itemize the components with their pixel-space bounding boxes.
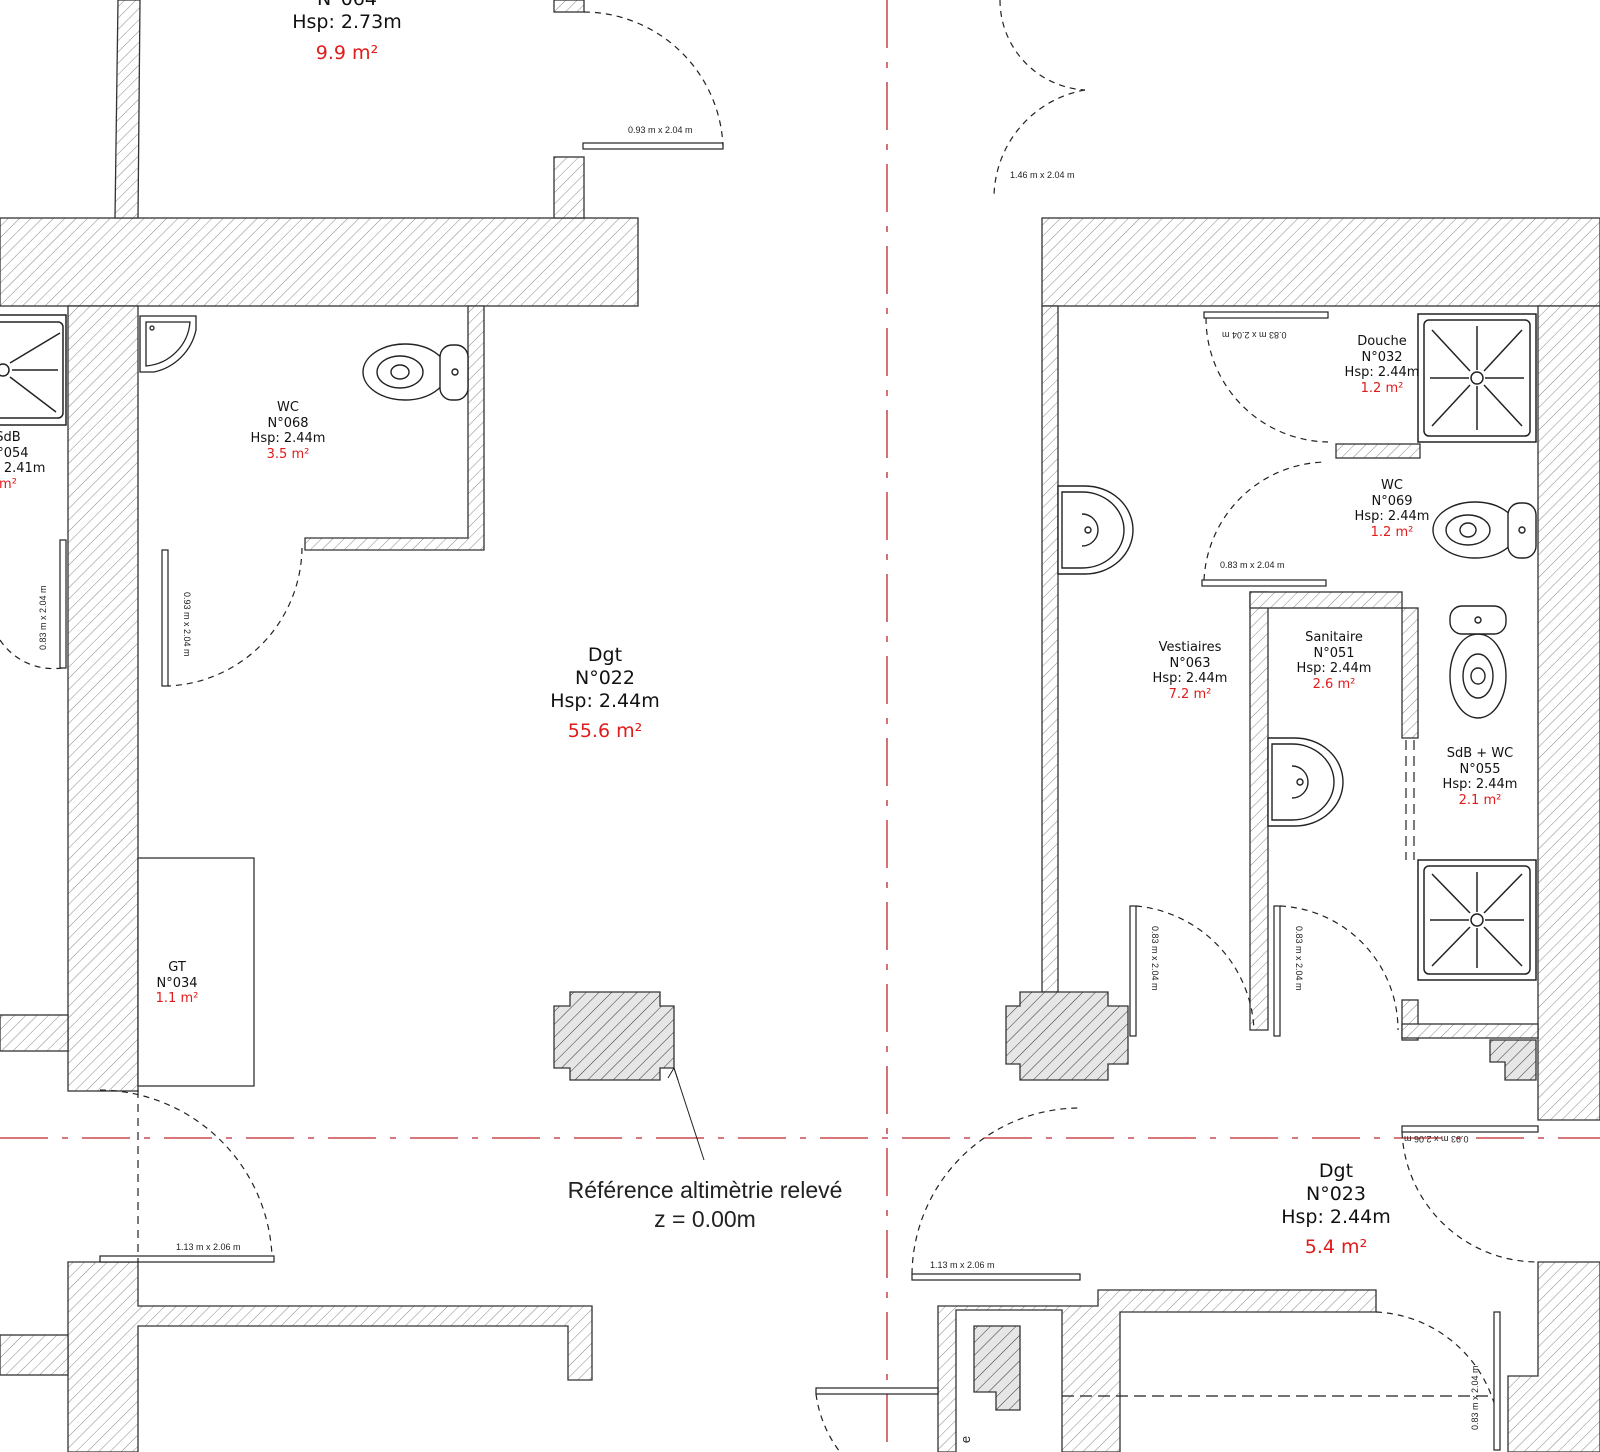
room-label-069: WC N°069 Hsp: 2.44m 1.2 m² [1355,478,1430,540]
room-label-023: Dgt N°023 Hsp: 2.44m 5.4 m² [1281,1160,1391,1259]
room-area: 3.5 m² [266,446,310,462]
room-height: Hsp: 2.41m [0,461,46,477]
washbasin-051 [1267,737,1344,827]
door-dimension: 1.13 m x 2.06 m [176,1242,241,1252]
door-dimension: 1.13 m x 2.06 m [930,1260,995,1270]
left-walls [0,0,639,1452]
altimetry-reference-note: Référence altimètrie relevé z = 0.00m [568,1176,843,1234]
room-label-034: GT N°034 1.1 m² [156,960,199,1007]
door-dimension: 0.93 m x 2.04 m [628,125,693,135]
room-area: 5.4 m² [1304,1236,1368,1259]
left-doors [0,11,724,1263]
room-number: N°022 [575,666,635,689]
shower-tray-055 [1417,859,1537,981]
room-number: N°068 [267,415,309,431]
toilet-069 [1432,501,1537,559]
room-area: 1.2 m² [1360,380,1404,396]
room-height: Hsp: 2.44m [550,689,660,712]
room-height: Hsp: 2.44m [1344,365,1420,381]
room-name: SdB + WC [1446,746,1514,761]
right-walls [937,217,1600,1452]
door-dimension: 0.93 m x 2.04 m [182,592,192,657]
room-name: Vestiaires [1158,640,1222,655]
room-number: N°051 [1313,645,1355,661]
room-area: 55.6 m² [567,720,643,743]
toilet-055 [1449,605,1507,719]
room-name: WC [1381,478,1403,493]
room-area: 7.2 m² [1168,686,1212,702]
room-label-051: Sanitaire N°051 Hsp: 2.44m 2.6 m² [1297,630,1372,692]
shower-tray-032 [1417,313,1537,443]
corner-shower-068 [139,315,197,373]
room-label-055: SdB + WC N°055 Hsp: 2.44m 2.1 m² [1443,746,1518,808]
door-dimension: 0.83 m x 2.04 m [1470,1365,1480,1430]
room-number: N°064 [292,0,402,11]
room-number: N°069 [1371,493,1413,509]
room-area: 2.1 m² [1458,792,1502,808]
edge-glyph: e [958,1435,974,1444]
door-dimension: 0.83 m x 2.04 m [1220,560,1285,570]
room-height: Hsp: 2.44m [1354,509,1430,525]
shower-tray-left [0,314,67,426]
room-number: N°063 [1169,655,1211,671]
room-name: WC [277,400,299,415]
room-label-064: N°064 Hsp: 2.73m 9.9 m² [292,0,402,64]
door-dimension: 0.83 m x 2.04 m [1222,330,1287,340]
toilet-068 [362,343,469,401]
room-number: N°055 [1459,761,1501,777]
door-dimension: 0.83 m x 2.04 m [1150,926,1160,991]
column-center [553,991,675,1081]
room-label-054: SdB N°054 Hsp: 2.41m m² [0,430,45,492]
room-name: GT [168,960,186,975]
room-height: Hsp: 2.44m [1442,777,1518,793]
room-area: 1.2 m² [1370,524,1414,540]
room-label-063: Vestiaires N°063 Hsp: 2.44m 7.2 m² [1153,640,1228,702]
room-name: Douche [1357,334,1407,349]
room-number: N°032 [1361,349,1403,365]
room-number: N°023 [1306,1182,1366,1205]
door-dimension: 0.83 m x 2.04 m [38,585,48,650]
room-name: SdB [0,430,21,445]
door-dimension: 0.83 m x 2.04 m [1294,926,1304,991]
reference-line-1: Référence altimètrie relevé [567,1177,843,1203]
room-height: Hsp: 2.73m [292,10,402,33]
room-name: Dgt [587,644,623,666]
room-area: 9.9 m² [315,41,379,64]
room-label-032: Douche N°032 Hsp: 2.44m 1.2 m² [1345,334,1420,396]
room-area: 1.1 m² [155,991,199,1007]
room-label-068: WC N°068 Hsp: 2.44m 3.5 m² [251,400,326,462]
right-doors [815,0,1539,1452]
room-height: Hsp: 2.44m [1281,1205,1391,1228]
reference-line-2: z = 0.00m [654,1205,756,1232]
door-dimension: 0.93 m x 2.06 m [1404,1134,1469,1144]
room-number: N°054 [0,445,29,461]
reference-leader [673,1067,705,1161]
washbasin-063 [1057,485,1134,575]
door-dimension: 1.46 m x 2.04 m [1010,170,1075,180]
room-name: Sanitaire [1305,630,1363,645]
room-area: 2.6 m² [1312,676,1356,692]
column-right [1005,991,1129,1081]
room-height: Hsp: 2.44m [1296,661,1372,677]
room-height: Hsp: 2.44m [1152,671,1228,687]
room-number: N°034 [156,975,198,991]
room-area: m² [0,476,17,492]
room-height: Hsp: 2.44m [250,431,326,447]
room-name: Dgt [1318,1160,1354,1182]
room-label-022: Dgt N°022 Hsp: 2.44m 55.6 m² [550,644,660,743]
